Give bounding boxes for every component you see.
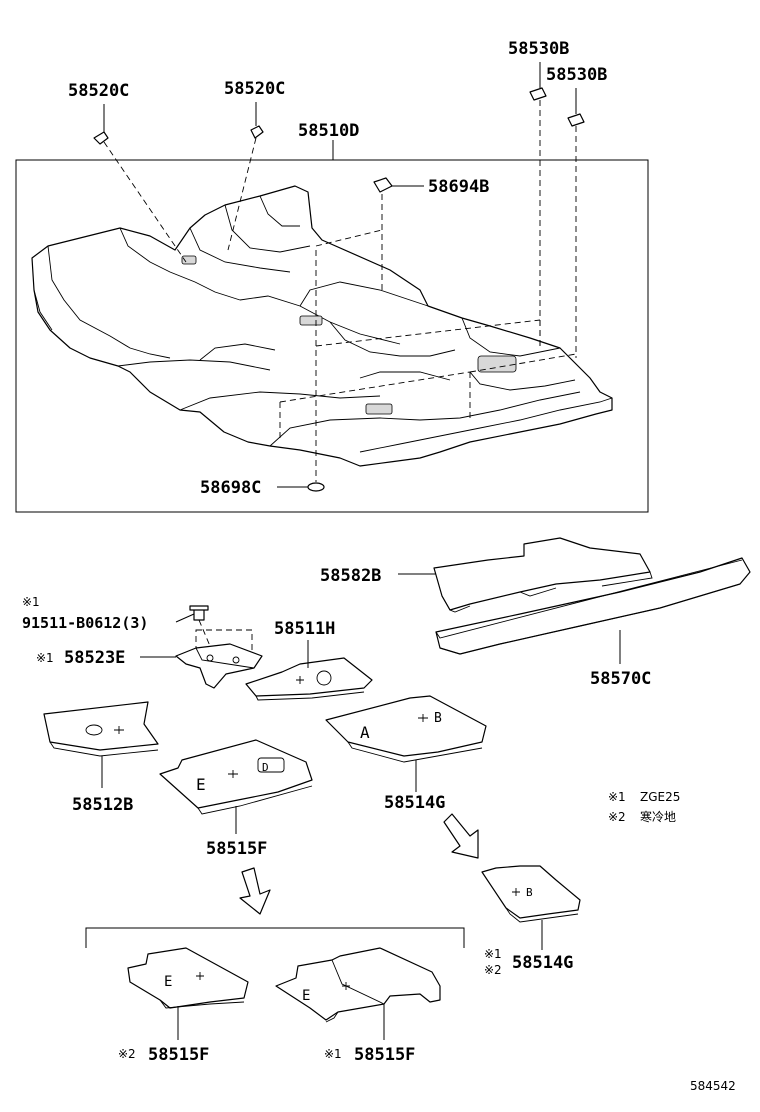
label-58515f-a: 58515F <box>148 1045 209 1065</box>
bracket-58523e <box>175 643 263 689</box>
label-58570c: 58570C <box>590 669 651 689</box>
carpet-assembly-frame <box>15 159 649 513</box>
clip-58530b-second <box>567 113 585 127</box>
floor-mat-58514g-alt: B <box>481 865 581 923</box>
grommet-58698c <box>307 482 325 492</box>
floor-mat-58515f-variant-a: E <box>127 947 249 1009</box>
label-bolt-mark: ※1 <box>22 595 40 609</box>
label-58530b-second: 58530B <box>546 65 607 85</box>
label-58523e: 58523E <box>64 648 125 668</box>
clip-58694b <box>373 177 393 193</box>
label-58514g-alt-mark2: ※2 <box>484 963 502 977</box>
floor-mat-58515f-variant-b: E <box>275 947 441 1023</box>
label-58530b-top: 58530B <box>508 39 569 59</box>
leader-bolt <box>175 613 195 623</box>
luggage-mat-58582b <box>433 537 653 613</box>
label-58515f-b-mark: ※1 <box>324 1047 342 1061</box>
legend-mark-1: ※1 <box>608 790 626 804</box>
console-mat-58511h <box>245 657 373 701</box>
label-58511h: 58511H <box>274 619 335 639</box>
label-58515f-b: 58515F <box>354 1045 415 1065</box>
mat-letter-b-alt: B <box>526 886 533 899</box>
legend-mark-2: ※2 <box>608 810 626 824</box>
clip-58520c-right <box>250 125 264 139</box>
mat-letter-a: A <box>360 723 370 742</box>
mat-letter-b: B <box>434 711 442 726</box>
label-58514g-alt-mark1: ※1 <box>484 947 502 961</box>
arrow-down-icon <box>239 867 271 915</box>
carpet-hole <box>365 403 393 415</box>
label-58512b: 58512B <box>72 795 133 815</box>
label-58694b: 58694B <box>428 177 489 197</box>
label-58515f: 58515F <box>206 839 267 859</box>
label-58514g: 58514G <box>384 793 445 813</box>
luggage-board-58570c <box>435 557 751 655</box>
dashline-locator <box>279 229 577 440</box>
legend-text-1: ZGE25 <box>640 790 680 804</box>
arrow-diagonal-icon <box>443 813 479 859</box>
floor-mat-58514g: A B <box>325 695 487 763</box>
label-58510d: 58510D <box>298 121 359 141</box>
label-58514g-alt: 58514G <box>512 953 573 973</box>
label-58523e-mark: ※1 <box>36 651 54 665</box>
mat-letter-d: D <box>262 761 269 774</box>
clip-58530b-top <box>529 87 547 101</box>
label-bolt: 91511-B0612(3) <box>22 614 148 632</box>
label-58698c: 58698C <box>200 478 261 498</box>
dashline-58520c-left <box>103 141 187 263</box>
legend-text-2: 寒冷地 <box>640 809 676 824</box>
mat-letter-e-b: E <box>302 988 310 1004</box>
mat-letter-e: E <box>196 775 206 794</box>
floor-mat-58512b <box>43 701 159 757</box>
carpet-hole <box>477 355 517 373</box>
carpet-hole <box>299 315 323 326</box>
label-58515f-a-mark: ※2 <box>118 1047 136 1061</box>
dashline-bolt <box>198 619 211 647</box>
bolt-91511 <box>189 605 209 621</box>
alternatives-bracket <box>85 927 465 948</box>
clip-58520c-left <box>93 131 109 145</box>
floor-mat-58515f: E D <box>159 739 313 815</box>
label-58520c-left: 58520C <box>68 81 129 101</box>
label-58520c-right: 58520C <box>224 79 285 99</box>
label-58582b: 58582B <box>320 566 381 586</box>
floor-carpet-58510d <box>31 185 613 467</box>
diagram-number: 584542 <box>690 1079 736 1093</box>
mat-letter-e-a: E <box>164 974 172 990</box>
